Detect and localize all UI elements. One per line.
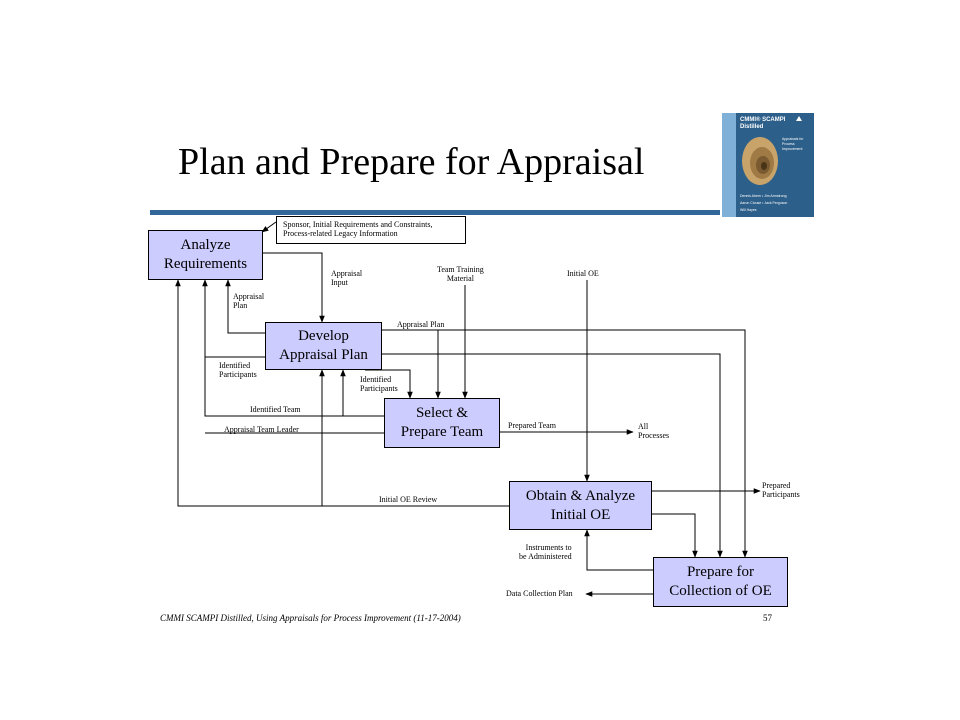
label-appraisal-input: Appraisal Input xyxy=(331,269,362,287)
arrow-identified-team-back xyxy=(204,357,385,417)
label-appraisal-plan-top: Appraisal Plan xyxy=(397,320,445,329)
develop-appraisal-plan-box: Develop Appraisal Plan xyxy=(265,322,382,370)
book-cover-authors-line2: Aaron Clouse • Jack Ferguson xyxy=(740,201,788,205)
analyze-requirements-line2: Requirements xyxy=(163,256,248,272)
label-prepared-participants-line1: Prepared xyxy=(762,481,791,490)
label-identified-participants-left-line2: Participants xyxy=(219,370,257,379)
label-identified-participants-left: Identified Participants xyxy=(219,361,257,379)
select-prepare-team-box: Select & Prepare Team xyxy=(384,398,500,448)
arrow-select-to-develop xyxy=(340,369,385,417)
select-prepare-team-line1: Select & xyxy=(415,405,469,421)
label-all-processes-line1: All xyxy=(638,422,649,431)
obtain-analyze-line2: Initial OE xyxy=(550,506,611,523)
book-cover-spine xyxy=(722,113,736,217)
label-data-collection-plan: Data Collection Plan xyxy=(506,589,573,598)
nautilus-shell-icon xyxy=(742,137,778,185)
arrow-appraisal-plan-to-prepare xyxy=(438,329,748,558)
prepare-collection-line1: Prepare for xyxy=(686,564,755,580)
label-instruments-to-be-administered: Instruments to be Administered xyxy=(519,543,572,561)
analyze-requirements-line1: Analyze xyxy=(180,237,231,253)
arrow-develop-to-select-participants xyxy=(365,369,413,399)
label-initial-oe-review: Initial OE Review xyxy=(379,495,438,504)
title-rule xyxy=(150,210,720,215)
label-prepared-participants-line2: Participants xyxy=(762,490,800,499)
label-appraisal-plan-left-line1: Appraisal xyxy=(233,292,265,301)
obtain-analyze-initial-oe-box: Obtain & Analyze Initial OE xyxy=(509,481,652,530)
arrow-instruments xyxy=(584,529,653,571)
book-cover-title-line1: CMMI® SCAMPI xyxy=(740,117,786,123)
label-identified-participants-right: Identified Participants xyxy=(360,375,398,393)
select-prepare-team-line2: Prepare Team xyxy=(400,424,484,440)
label-instruments-line1: Instruments to xyxy=(525,543,572,552)
label-team-training-material: Team Training Material xyxy=(437,265,484,283)
book-cover-image: CMMI® SCAMPI Distilled Appraisals for Pr… xyxy=(722,113,814,217)
develop-appraisal-plan-line2: Appraisal Plan xyxy=(279,347,368,363)
label-all-processes-line2: Processes xyxy=(638,431,670,440)
arrow-sponsor-input xyxy=(261,221,277,233)
label-appraisal-plan-left: Appraisal Plan xyxy=(233,292,264,310)
obtain-analyze-line1: Obtain & Analyze xyxy=(525,487,636,504)
book-cover-title-line2: Distilled xyxy=(740,124,764,130)
label-team-training-line1: Team Training xyxy=(437,265,484,274)
sponsor-inputs-text: Sponsor, Initial Requirements and Constr… xyxy=(283,220,465,238)
arrow-appraisal-plan-back xyxy=(225,279,265,334)
label-initial-oe: Initial OE xyxy=(567,269,599,278)
arrow-appraisal-input xyxy=(262,252,325,323)
label-all-processes: All Processes xyxy=(638,422,669,440)
sponsor-line2: Process-related Legacy Information xyxy=(283,229,398,238)
book-cover-authors: Dennis Ahern • Jim Armstrong Aaron Clous… xyxy=(740,193,787,214)
slide-page-number: 57 xyxy=(763,613,772,623)
arrow-develop-to-prepare xyxy=(381,353,723,558)
label-prepared-participants: Prepared Participants xyxy=(762,481,800,499)
label-prepared-team: Prepared Team xyxy=(508,421,556,430)
prepare-collection-line2: Collection of OE xyxy=(669,583,772,599)
slide-footer-source: CMMI SCAMPI Distilled, Using Appraisals … xyxy=(160,613,461,623)
label-identified-participants-left-line1: Identified xyxy=(219,361,251,370)
book-cover-subtitle: Appraisals for Process Improvement xyxy=(782,137,804,151)
label-appraisal-team-leader: Appraisal Team Leader xyxy=(224,425,299,434)
arrow-initial-oe-review xyxy=(175,279,510,507)
analyze-requirements-box: Analyze Requirements xyxy=(148,230,263,280)
label-team-training-line2: Material xyxy=(446,274,474,283)
label-appraisal-plan-left-line2: Plan xyxy=(233,301,248,310)
book-cover-authors-line1: Dennis Ahern • Jim Armstrong xyxy=(740,194,787,198)
label-appraisal-input-line1: Appraisal xyxy=(331,269,363,278)
develop-appraisal-plan-line1: Develop xyxy=(298,328,349,344)
sponsor-inputs-note: Sponsor, Initial Requirements and Constr… xyxy=(276,216,466,244)
label-identified-participants-right-line1: Identified xyxy=(360,375,392,384)
publisher-logo-icon xyxy=(796,116,802,121)
sponsor-line1: Sponsor, Initial Requirements and Constr… xyxy=(283,220,433,229)
book-cover-authors-line3: Will Hayes xyxy=(740,208,757,212)
book-cover-title: CMMI® SCAMPI Distilled xyxy=(740,117,785,131)
prepare-collection-oe-box: Prepare for Collection of OE xyxy=(653,557,788,607)
label-identified-team: Identified Team xyxy=(250,405,301,414)
label-appraisal-input-line2: Input xyxy=(331,278,348,287)
label-identified-participants-right-line2: Participants xyxy=(360,384,398,393)
arrow-obtain-to-prepare xyxy=(651,513,698,558)
label-instruments-line2: be Administered xyxy=(519,552,572,561)
slide-title: Plan and Prepare for Appraisal xyxy=(178,141,645,183)
